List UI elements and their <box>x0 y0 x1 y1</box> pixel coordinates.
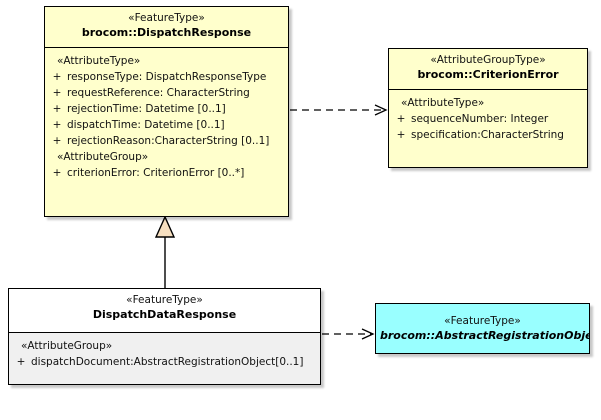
attribute-visibility: + <box>52 87 62 99</box>
attribute-row[interactable]: + requestReference: CharacterString <box>47 85 286 101</box>
class-stereotype: «FeatureType» <box>444 314 521 327</box>
attribute-row[interactable]: + rejectionReason:CharacterString [0..1] <box>47 133 286 149</box>
compartment-group-label: «AttributeGroup» <box>57 151 149 163</box>
attribute-row[interactable]: + responseType: DispatchResponseType <box>47 69 286 85</box>
compartment-group-label: «AttributeType» <box>401 97 485 109</box>
class-compartment-attributes: «AttributeType» + responseType: Dispatch… <box>45 48 288 185</box>
class-box-dispatch-response[interactable]: «FeatureType» brocom::DispatchResponse «… <box>44 6 289 217</box>
class-box-criterion-error[interactable]: «AttributeGroupType» brocom::CriterionEr… <box>388 48 588 168</box>
attribute-text: rejectionReason:CharacterString [0..1] <box>67 135 270 147</box>
attribute-text: dispatchDocument:AbstractRegistrationObj… <box>31 356 304 368</box>
attribute-row[interactable]: + dispatchDocument:AbstractRegistrationO… <box>11 354 318 370</box>
attribute-row[interactable]: + dispatchTime: Datetime [0..1] <box>47 117 286 133</box>
attribute-row[interactable]: + rejectionTime: Datetime [0..1] <box>47 101 286 117</box>
class-header-dispatch-response: «FeatureType» brocom::DispatchResponse <box>45 7 288 48</box>
class-box-dispatch-data-response[interactable]: «FeatureType» DispatchDataResponse «Attr… <box>8 288 321 385</box>
attribute-visibility: + <box>396 129 406 141</box>
class-box-abstract-registration-object[interactable]: «FeatureType» brocom::AbstractRegistrati… <box>375 303 590 354</box>
attribute-visibility: + <box>396 113 406 125</box>
class-name: brocom::DispatchResponse <box>81 26 252 39</box>
class-header-criterion-error: «AttributeGroupType» brocom::CriterionEr… <box>389 49 587 90</box>
class-stereotype: «AttributeGroupType» <box>430 54 546 66</box>
class-header-dispatch-data-response: «FeatureType» DispatchDataResponse <box>9 289 320 333</box>
compartment-group-label: «AttributeType» <box>57 55 141 67</box>
class-name: DispatchDataResponse <box>92 308 237 321</box>
attribute-text: responseType: DispatchResponseType <box>67 71 267 83</box>
attribute-row[interactable]: + criterionError: CriterionError [0..*] <box>47 165 286 181</box>
attribute-visibility: + <box>52 119 62 131</box>
generalization-triangle <box>154 215 176 238</box>
attribute-row[interactable]: + specification:CharacterString <box>391 127 585 143</box>
attribute-text: rejectionTime: Datetime [0..1] <box>67 103 226 115</box>
attribute-visibility: + <box>16 356 26 368</box>
attribute-visibility: + <box>52 167 62 179</box>
attribute-row[interactable]: + sequenceNumber: Integer <box>391 111 585 127</box>
attribute-visibility: + <box>52 135 62 147</box>
class-name: brocom::AbstractRegistrationObject <box>380 328 590 342</box>
class-stereotype: «FeatureType» <box>126 294 203 306</box>
class-stereotype: «FeatureType» <box>128 12 205 24</box>
class-compartment-attributes: «AttributeType» + sequenceNumber: Intege… <box>389 90 587 147</box>
generalization-dispatchdataresponse-to-dispatchresponse[interactable] <box>154 215 176 288</box>
attribute-text: sequenceNumber: Integer <box>411 113 549 125</box>
attribute-visibility: + <box>52 71 62 83</box>
attribute-text: requestReference: CharacterString <box>67 87 250 99</box>
attribute-visibility: + <box>52 103 62 115</box>
attribute-text: dispatchTime: Datetime [0..1] <box>67 119 225 131</box>
class-name: brocom::CriterionError <box>417 68 559 81</box>
class-compartment-attributes: «AttributeGroup» + dispatchDocument:Abst… <box>9 333 320 374</box>
compartment-group-label: «AttributeGroup» <box>21 340 113 352</box>
attribute-text: specification:CharacterString <box>411 129 564 141</box>
class-header-abstract-registration-object: «FeatureType» brocom::AbstractRegistrati… <box>376 304 589 353</box>
attribute-text: criterionError: CriterionError [0..*] <box>67 167 245 179</box>
